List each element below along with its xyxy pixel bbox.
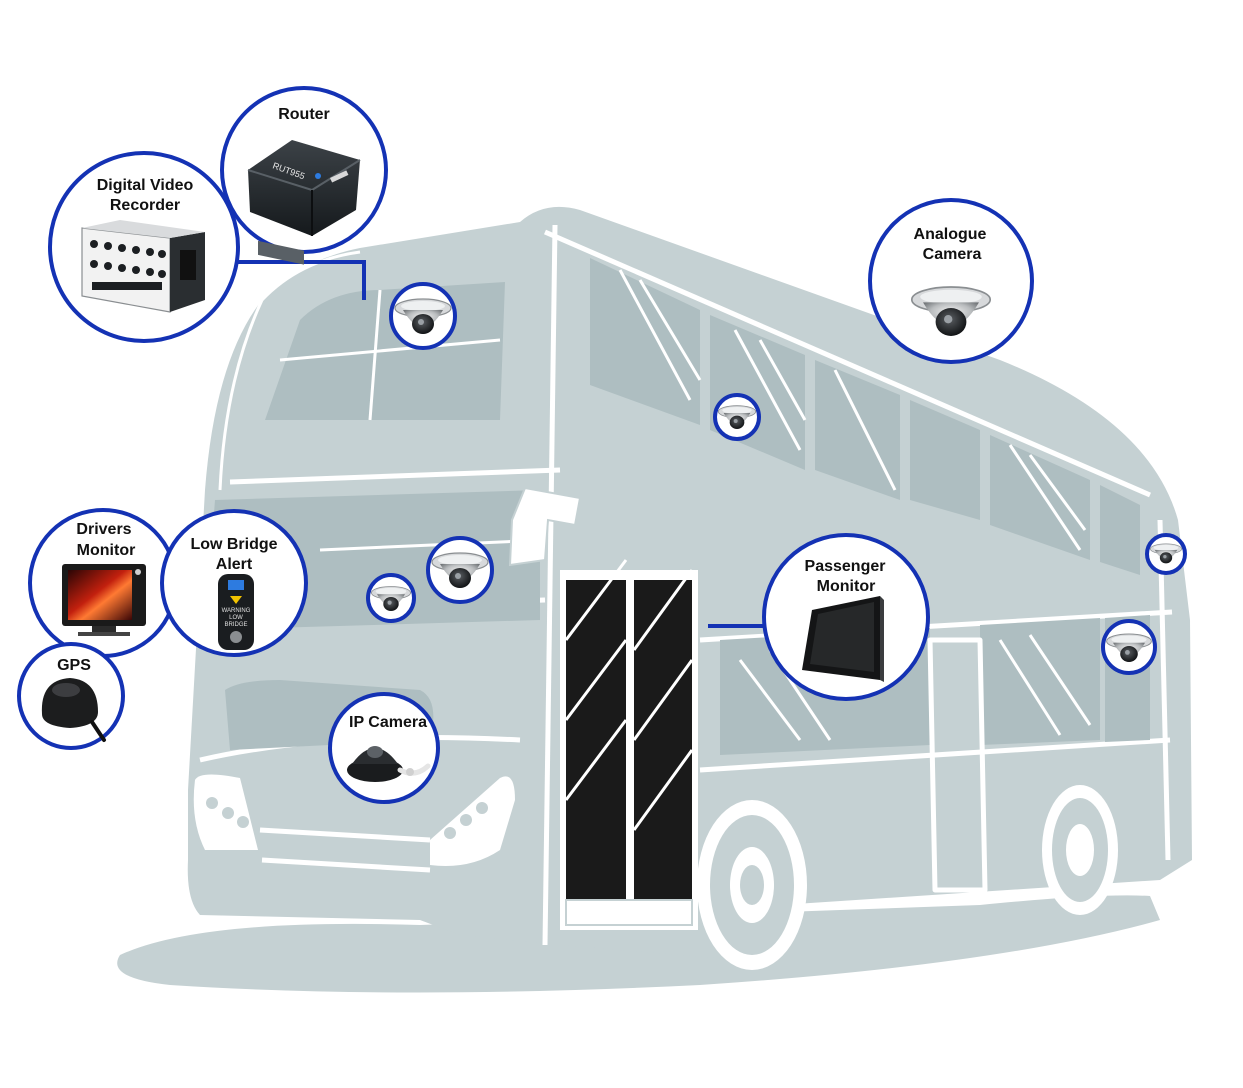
rear-wheel: [1042, 785, 1118, 915]
bus-camera-roof-front[interactable]: [389, 282, 457, 350]
gps-label: GPS: [57, 657, 91, 674]
left-headlight: [193, 774, 258, 850]
dvr-callout[interactable]: Digital Video Recorder: [48, 151, 240, 343]
gps-callout[interactable]: GPS: [17, 642, 125, 750]
lowbridge-label-line1: Low Bridge: [190, 536, 277, 553]
router-icon: RUT955: [247, 140, 361, 265]
right-headlight: [430, 776, 515, 866]
passenger-label-line1: Passenger: [805, 558, 886, 575]
low-bridge-alert-callout[interactable]: Low Bridge Alert WARNING LOW BRIDGE: [160, 509, 308, 657]
dvr-router-connector: [238, 260, 366, 300]
ip-camera-callout[interactable]: IP Camera: [328, 692, 440, 804]
lowbridge-warning-3: BRIDGE: [224, 622, 247, 628]
drivers-monitor-callout[interactable]: Drivers Monitor: [28, 508, 178, 658]
router-callout[interactable]: Router RUT955: [220, 86, 388, 265]
dvr-label-line2: Recorder: [110, 197, 180, 214]
drivers-label-line2: Monitor: [77, 542, 136, 559]
analogue-label-line1: Analogue: [914, 226, 987, 243]
front-door: [560, 559, 698, 930]
monitor-icon: [62, 564, 146, 636]
monitor-icon: [802, 596, 884, 682]
lowbridge-warning-1: WARNING: [222, 608, 251, 614]
bus-camera-upper-deck[interactable]: [713, 393, 761, 441]
dvr-label-line1: Digital Video: [97, 177, 194, 194]
bus-camera-rear-top[interactable]: [1145, 533, 1187, 575]
gps-antenna-icon: [41, 678, 106, 742]
front-wheel: [697, 800, 807, 970]
bus-camera-front-upper[interactable]: [426, 536, 494, 604]
bus-camera-front-lower[interactable]: [366, 573, 416, 623]
analogue-camera-callout[interactable]: Analogue Camera: [868, 198, 1034, 364]
side-mirror: [508, 486, 582, 567]
passenger-label-line2: Monitor: [817, 578, 876, 595]
ip-camera-icon: [347, 746, 431, 782]
lowbridge-warning-2: LOW: [229, 615, 243, 621]
lowbridge-label-line2: Alert: [216, 556, 253, 573]
bus-camera-rear-lower[interactable]: [1101, 619, 1157, 675]
passenger-monitor-callout[interactable]: Passenger Monitor: [762, 533, 930, 701]
ipcamera-label: IP Camera: [349, 714, 427, 731]
router-label: Router: [278, 106, 330, 123]
dvr-icon: [81, 220, 205, 313]
analogue-label-line2: Camera: [923, 246, 982, 263]
low-bridge-alert-icon: WARNING LOW BRIDGE: [218, 574, 254, 650]
drivers-label-line1: Drivers: [76, 521, 131, 538]
